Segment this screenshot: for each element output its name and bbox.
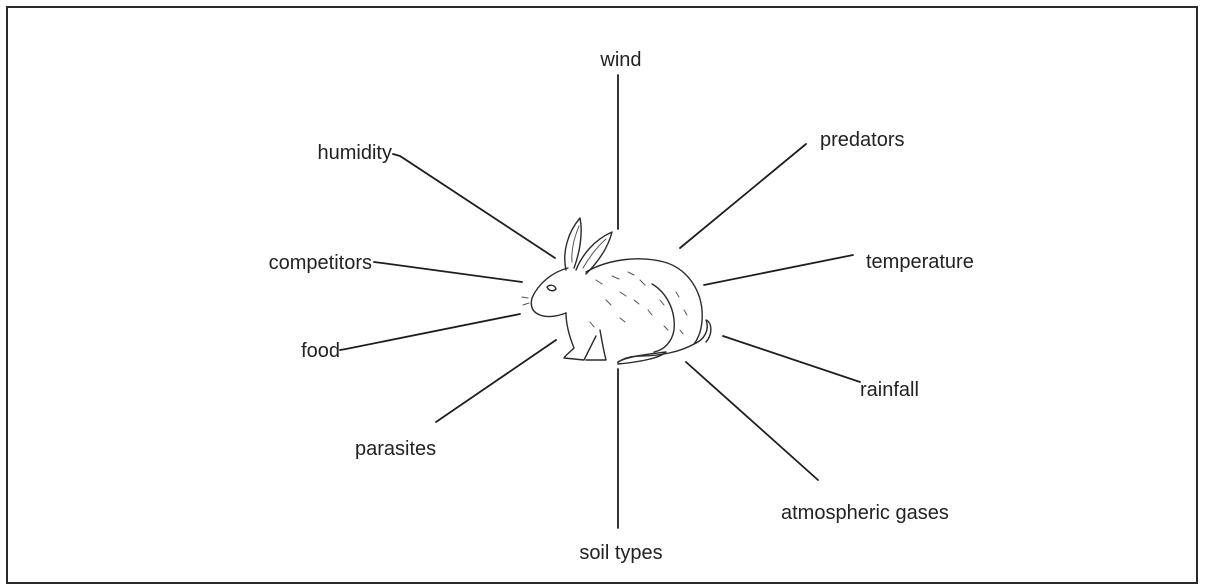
label-food: food xyxy=(301,340,340,362)
label-temperature: temperature xyxy=(866,251,974,273)
connector-humidity xyxy=(393,154,555,258)
connector-atmospheric-gases xyxy=(686,362,818,480)
label-wind: wind xyxy=(599,49,641,71)
label-soil-types: soil types xyxy=(579,542,662,564)
connector-rainfall xyxy=(723,336,860,382)
label-predators: predators xyxy=(820,129,905,151)
rabbit-icon xyxy=(522,218,711,364)
factor-labels: wind predators temperature rainfall atmo… xyxy=(269,49,974,564)
label-competitors: competitors xyxy=(269,252,372,274)
connector-temperature xyxy=(704,255,853,285)
connector-parasites xyxy=(436,340,556,422)
connector-lines xyxy=(340,75,860,528)
connector-food xyxy=(340,314,520,350)
connector-predators xyxy=(680,144,806,248)
label-humidity: humidity xyxy=(318,142,392,164)
label-parasites: parasites xyxy=(355,438,436,460)
connector-competitors xyxy=(374,262,522,282)
label-atmospheric-gases: atmospheric gases xyxy=(781,502,949,524)
label-rainfall: rainfall xyxy=(860,379,919,401)
